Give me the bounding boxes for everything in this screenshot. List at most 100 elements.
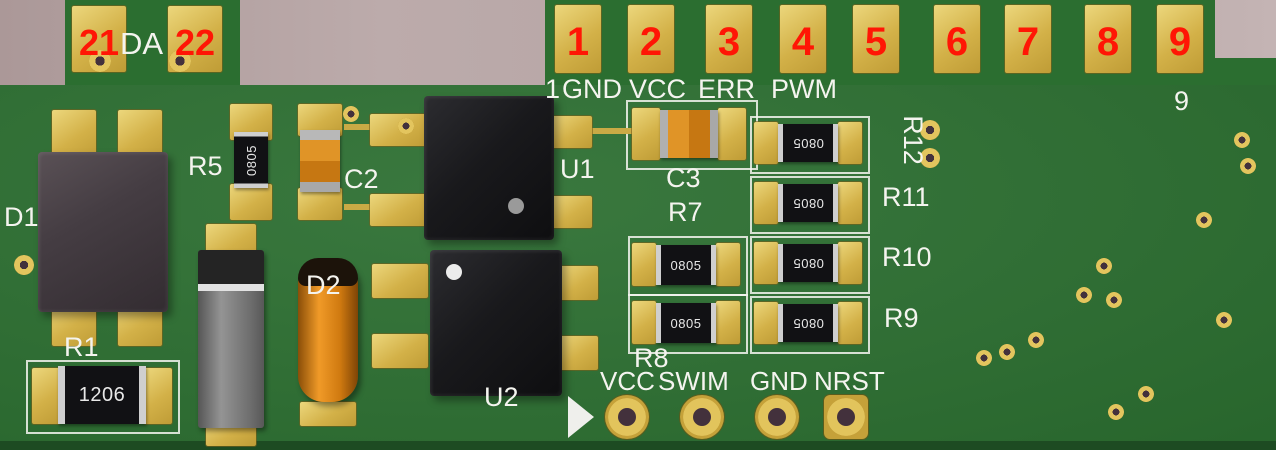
u1-pin-pad[interactable] (370, 114, 426, 146)
via (1216, 312, 1232, 328)
silk-signal-vcc: VCC (629, 74, 687, 104)
c2-pad[interactable] (298, 188, 342, 220)
pad22-hole (169, 50, 191, 72)
u1-pin-pad[interactable] (550, 116, 592, 148)
silk-header-nrst: NRST (814, 366, 885, 396)
edge-pad-6[interactable] (934, 5, 980, 73)
pad-number-8: 8 (1096, 20, 1120, 64)
header-pad-swim[interactable] (680, 395, 724, 439)
designator-d2: D2 (306, 270, 341, 300)
via (976, 350, 992, 366)
u2-pin-pad[interactable] (556, 266, 598, 300)
r10-pad[interactable] (754, 242, 778, 284)
r9-pad[interactable] (838, 302, 862, 344)
silk-pin9-mark: 9 (1174, 86, 1190, 116)
via (398, 118, 414, 134)
pad-number-21: 21 (78, 22, 120, 63)
cathode-stripe (198, 284, 264, 291)
header-pad-gnd[interactable] (755, 395, 799, 439)
edge-pad-5[interactable] (853, 5, 899, 73)
r10-pad[interactable] (838, 242, 862, 284)
pad-number-7: 7 (1016, 20, 1040, 64)
u2-pin-pad[interactable] (372, 334, 428, 368)
r8-body[interactable]: 0805 (656, 303, 716, 343)
r8-pad[interactable] (716, 301, 740, 344)
designator-r7: R7 (668, 197, 703, 227)
u1-pin-pad[interactable] (370, 194, 426, 226)
c3-body[interactable] (660, 110, 718, 158)
d1-pad[interactable] (118, 110, 162, 160)
pad-number-3: 3 (717, 20, 741, 64)
trace (344, 124, 374, 130)
r11-marking: 0805 (792, 195, 824, 211)
r10-body[interactable]: 0805 (778, 244, 838, 282)
c3-pad[interactable] (718, 108, 746, 160)
d1-pad[interactable] (52, 110, 96, 160)
r1-marking: 1206 (78, 383, 126, 406)
edge-pad-7[interactable] (1005, 5, 1051, 73)
via (14, 255, 34, 275)
r9-marking: 0805 (792, 315, 824, 331)
pin1-arrow-icon (568, 396, 594, 438)
via (1106, 292, 1122, 308)
u2-pin-pad[interactable] (372, 264, 428, 298)
u1-pin-pad[interactable] (550, 196, 592, 228)
hole (837, 408, 855, 426)
d1-body[interactable] (38, 152, 168, 312)
r1-body[interactable]: 1206 (58, 366, 146, 424)
r5-marking: 0805 (243, 144, 259, 176)
via (1234, 132, 1250, 148)
gray-diode-body[interactable] (198, 250, 264, 428)
r7-pad[interactable] (716, 243, 740, 286)
r11-body[interactable]: 0805 (778, 184, 838, 222)
designator-c3: C3 (666, 163, 701, 193)
r9-courtyard (750, 296, 870, 354)
r12-pad[interactable] (838, 122, 862, 164)
pad-number-5: 5 (864, 20, 888, 64)
r12-pad[interactable] (754, 122, 778, 164)
d2-pad[interactable] (300, 402, 356, 426)
via (1196, 212, 1212, 228)
r9-pad[interactable] (754, 302, 778, 344)
edge-pad-4[interactable] (780, 5, 826, 73)
r7-body[interactable]: 0805 (656, 245, 716, 285)
r7-marking: 0805 (670, 257, 702, 273)
edge-pad-8[interactable] (1085, 5, 1131, 73)
u2-pin-pad[interactable] (556, 336, 598, 370)
edge-pad-2[interactable] (628, 5, 674, 73)
r1-pad[interactable] (144, 368, 172, 424)
designator-r9: R9 (884, 303, 919, 333)
silk-signal-pwm: PWM (771, 74, 837, 104)
r7-pad[interactable] (632, 243, 656, 286)
edge-pad-9[interactable] (1157, 5, 1203, 73)
silk-signal-gnd: GND (562, 74, 622, 104)
pad-number-6: 6 (945, 20, 969, 64)
r1-pad[interactable] (32, 368, 60, 424)
c2-body[interactable] (300, 130, 340, 192)
via (1138, 386, 1154, 402)
d2-body[interactable] (298, 258, 358, 402)
d2-top-cap (298, 258, 358, 286)
via (343, 106, 359, 122)
r11-pad[interactable] (838, 182, 862, 224)
edge-pad-1[interactable] (555, 5, 601, 73)
header-pad-nrst[interactable] (824, 395, 868, 439)
u1-body[interactable] (424, 96, 554, 240)
pad-number-2: 2 (639, 20, 663, 64)
r10-courtyard (750, 236, 870, 294)
r9-body[interactable]: 0805 (778, 304, 838, 342)
via (1028, 332, 1044, 348)
r12-body[interactable]: 0805 (778, 124, 838, 162)
designator-r8: R8 (634, 343, 669, 373)
r8-pad[interactable] (632, 301, 656, 344)
header-pad-vcc[interactable] (605, 395, 649, 439)
r11-pad[interactable] (754, 182, 778, 224)
r8-marking: 0805 (670, 315, 702, 331)
designator-r1: R1 (64, 332, 99, 362)
r10-marking: 0805 (792, 255, 824, 271)
r5-pad[interactable] (230, 184, 272, 220)
hole (768, 408, 786, 426)
edge-pad-3[interactable] (706, 5, 752, 73)
r5-body[interactable]: 0805 (234, 132, 268, 188)
c3-pad[interactable] (632, 108, 660, 160)
